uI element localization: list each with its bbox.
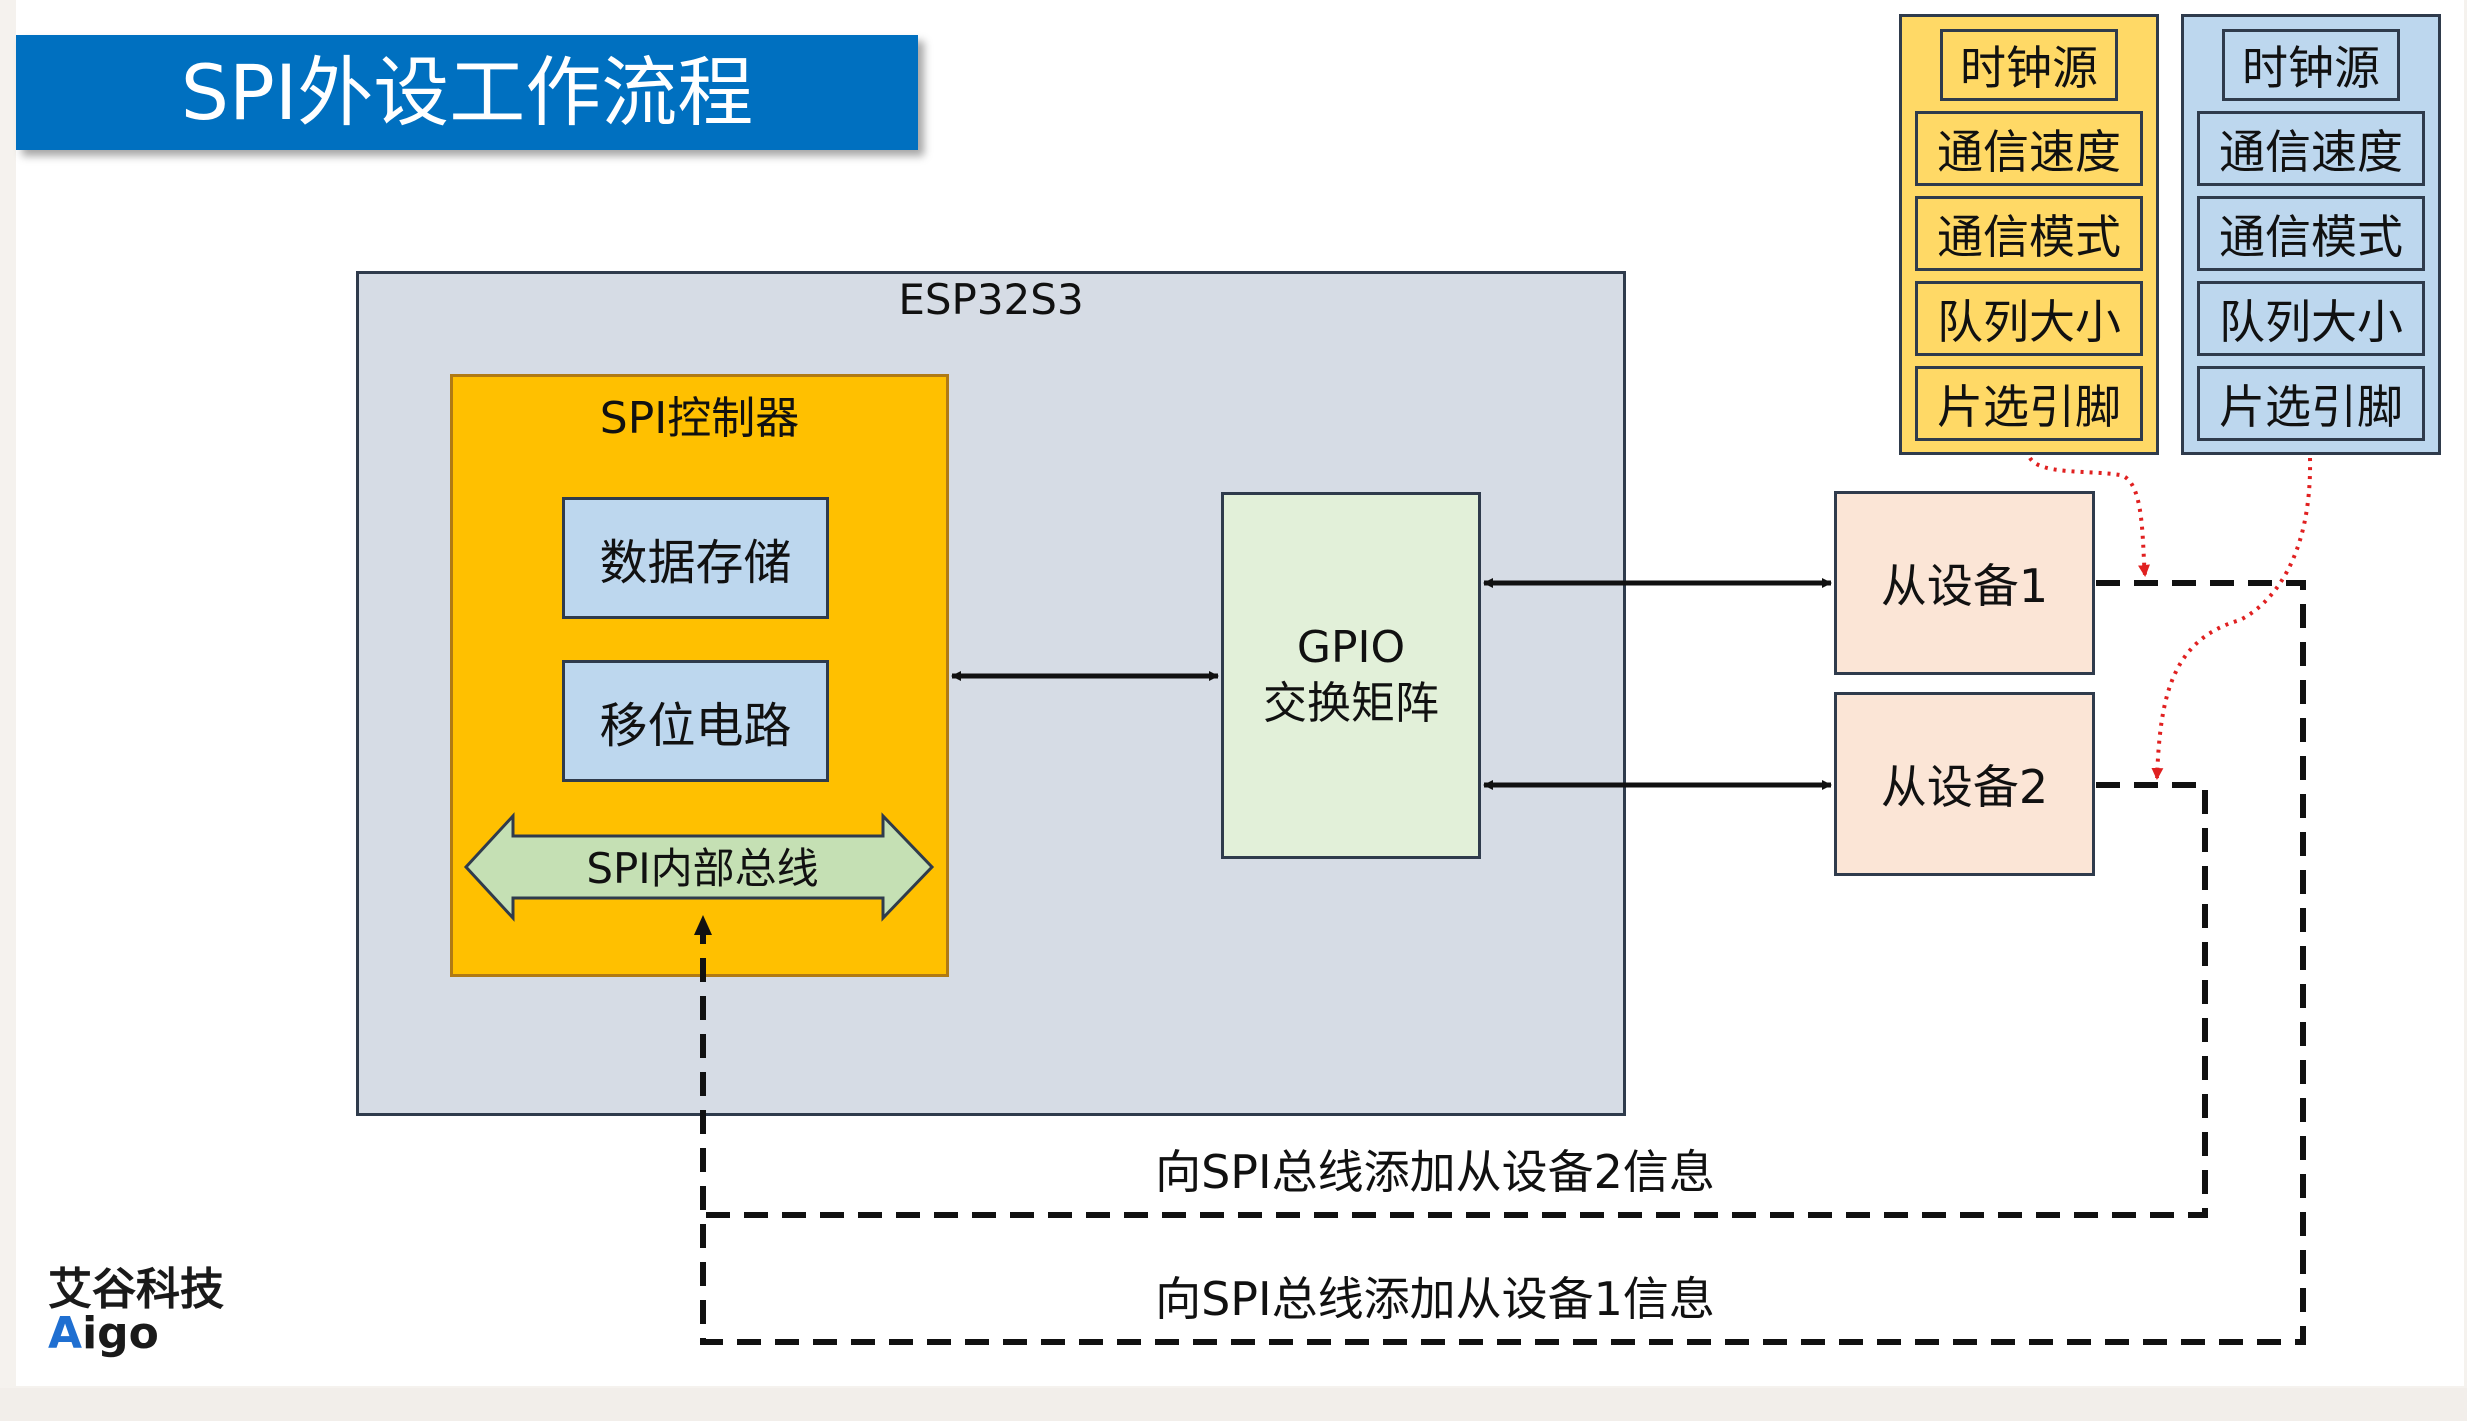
spi-internal-bus-arrow: [463, 812, 935, 922]
esp32s3-label: ESP32S3: [898, 275, 1084, 324]
config-2-comm-mode: 通信模式: [2197, 196, 2425, 271]
page-title: SPI外设工作流程: [16, 35, 918, 150]
bus-loop-arrowhead: [694, 915, 712, 935]
bottom-strip: [0, 1388, 2467, 1421]
brand-logo-en: Aigo: [48, 1308, 159, 1359]
spi-internal-bus-label: SPI内部总线: [586, 844, 819, 893]
spi-controller-label: SPI控制器: [599, 393, 800, 444]
config-2-clock-source: 时钟源: [2222, 29, 2400, 101]
config-2-comm-speed: 通信速度: [2197, 111, 2425, 186]
config1-to-slave1-link: [2028, 456, 2150, 577]
slave-device-1-box: 从设备1: [1834, 491, 2095, 675]
config2-to-slave2-link: [2151, 457, 2313, 780]
slave-device-2-box: 从设备2: [1834, 692, 2095, 876]
brand-rest: igo: [82, 1308, 159, 1359]
config-2-cs-pin: 片选引脚: [2197, 366, 2425, 441]
brand-name-cn: 艾谷科技: [48, 1264, 224, 1315]
data-storage-box: 数据存储: [562, 497, 829, 619]
config-1-comm-mode: 通信模式: [1915, 196, 2143, 271]
shift-circuit-box: 移位电路: [562, 660, 829, 782]
slave1-bus-loop: [700, 580, 2306, 1345]
gpio-matrix-box: GPIO 交换矩阵: [1221, 492, 1481, 859]
config-1-queue-size: 队列大小: [1915, 281, 2143, 356]
brand-accent-letter: A: [48, 1308, 83, 1359]
add-slave2-to-bus-note: 向SPI总线添加从设备2信息: [1155, 1145, 1715, 1199]
config-1-cs-pin: 片选引脚: [1915, 366, 2143, 441]
gpio-matrix-line2: 交换矩阵: [1263, 677, 1439, 729]
config-1-comm-speed: 通信速度: [1915, 111, 2143, 186]
config-1-clock-source: 时钟源: [1940, 29, 2118, 101]
config-2-queue-size: 队列大小: [2197, 281, 2425, 356]
slave2-bus-loop: [705, 782, 2208, 1218]
gpio-matrix-line1: GPIO: [1296, 621, 1406, 673]
add-slave1-to-bus-note: 向SPI总线添加从设备1信息: [1155, 1272, 1715, 1326]
